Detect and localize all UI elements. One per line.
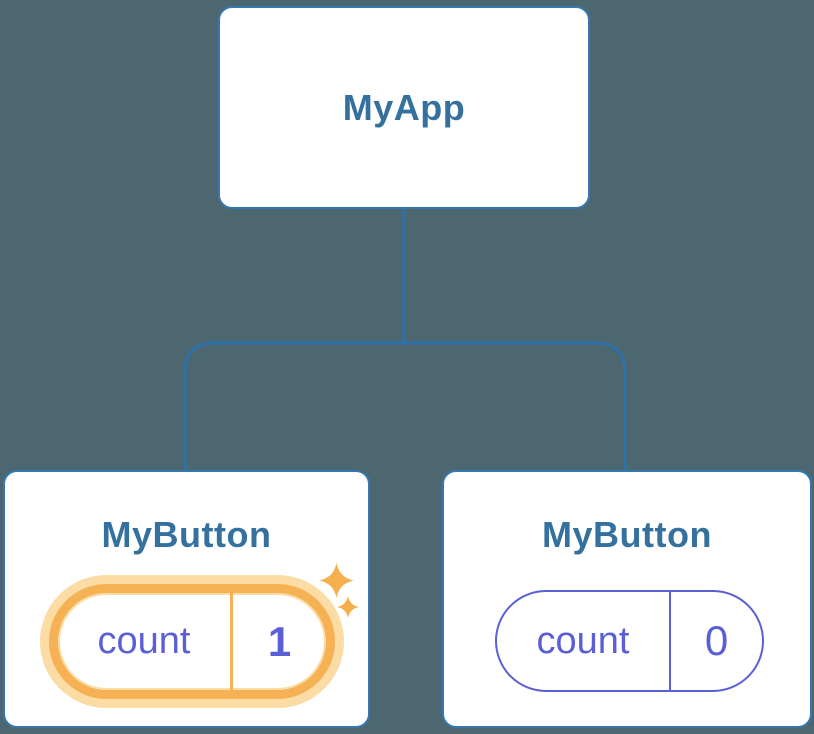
- state-key-label: count: [536, 619, 630, 662]
- sparkle-icon: [319, 563, 354, 598]
- node-mybutton-right-title: MyButton: [542, 514, 712, 555]
- node-myapp-title: MyApp: [342, 86, 466, 128]
- connector-branch-bracket: [183, 341, 627, 471]
- node-mybutton-left-title: MyButton: [101, 514, 272, 555]
- state-pill-divider: [230, 593, 233, 690]
- state-pill-highlighted: count 1: [49, 584, 335, 699]
- sparkle-icon: [337, 596, 359, 618]
- node-mybutton-right: MyButton count 0: [442, 470, 812, 728]
- node-mybutton-left: MyButton count 1: [3, 470, 370, 728]
- state-value: 1: [267, 617, 292, 665]
- state-key-label: count: [97, 620, 191, 662]
- node-myapp: MyApp: [218, 6, 590, 209]
- state-value: 0: [704, 617, 729, 664]
- state-pill-divider: [669, 592, 671, 690]
- state-pill-plain: count 0: [495, 590, 764, 692]
